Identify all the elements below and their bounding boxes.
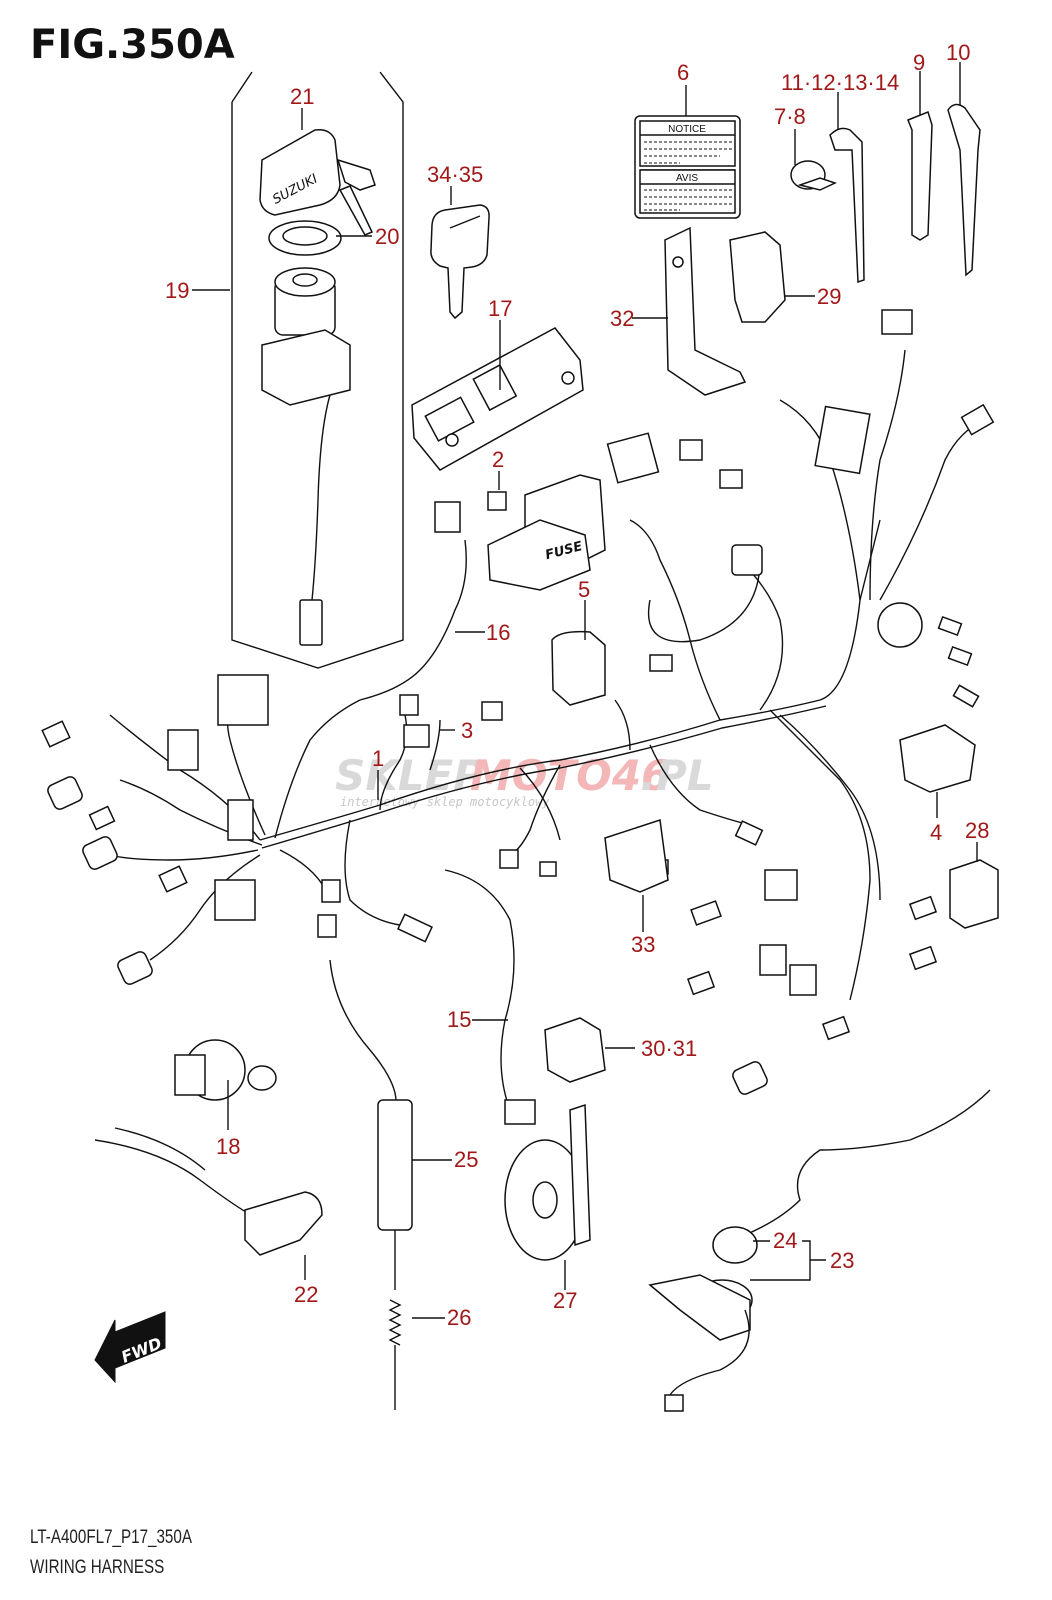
label-3: 3 [461, 718, 473, 743]
boot-5 [551, 630, 606, 706]
label-32: 32 [610, 306, 634, 331]
label-18: 18 [216, 1134, 240, 1159]
label-27: 27 [553, 1288, 577, 1313]
horn-27 [504, 1103, 591, 1261]
label-20: 20 [375, 224, 399, 249]
cap-30-31 [544, 1017, 606, 1083]
lead-wire-16 [359, 539, 467, 701]
watermark-sklep: SKLEP [335, 751, 484, 800]
fwd-arrow-icon: FWD [94, 1311, 166, 1384]
switch-22 [94, 1127, 323, 1256]
label-23: 23 [830, 1248, 854, 1273]
label-6: 6 [677, 60, 689, 85]
clamp-7-8 [790, 160, 838, 191]
cable-tie-9 [907, 111, 933, 241]
notice-label-6: NOTICE AVIS [634, 115, 741, 219]
label-24: 24 [773, 1228, 797, 1253]
ignition-switch-assembly: SUZUKI [231, 71, 404, 669]
fuse-2 [487, 491, 507, 511]
label-29: 29 [817, 284, 841, 309]
label-10: 10 [946, 40, 970, 65]
leader-lines [192, 62, 978, 1319]
watermark-moto46: MOTO46 [470, 751, 670, 800]
label-4: 4 [930, 820, 942, 845]
avis-text: AVIS [676, 173, 698, 184]
label-1: 1 [372, 746, 384, 771]
label-28: 28 [965, 818, 989, 843]
cable-tie-10 [947, 103, 981, 277]
bracket-17 [411, 327, 584, 471]
figure-title: FIG.350A [30, 22, 235, 68]
label-21: 21 [290, 84, 314, 109]
cap-29 [729, 231, 786, 323]
cap-28 [949, 859, 999, 929]
emergency-switch-23 [648, 1089, 991, 1412]
figure-code: LT-A400FL7_P17_350A [30, 1527, 192, 1548]
bracket-32 [664, 226, 747, 396]
label-34-35: 34·35 [427, 162, 483, 187]
watermark: SKLEP MOTO46 .PL internetowy sklep motoc… [335, 751, 714, 809]
label-33: 33 [631, 932, 655, 957]
notice-text: NOTICE [668, 124, 706, 135]
label-17: 17 [488, 296, 512, 321]
boot-4 [899, 724, 976, 793]
part-labels: 21 20 19 34·35 17 6 7·8 11·12·13·14 9 10… [165, 40, 989, 1330]
label-9: 9 [913, 50, 925, 75]
harness-connectors [41, 309, 995, 1095]
label-15: 15 [447, 1007, 471, 1032]
figure-name: WIRING HARNESS [30, 1557, 165, 1578]
label-16: 16 [486, 620, 510, 645]
switch-18 [174, 1039, 277, 1101]
bracket-33 [604, 819, 669, 893]
fuse-box: FUSE [487, 474, 606, 591]
label-22: 22 [294, 1282, 318, 1307]
key-cover-21: SUZUKI [259, 128, 376, 236]
label-11-14: 11·12·13·14 [781, 70, 899, 95]
label-19: 19 [165, 278, 189, 303]
label-7-8: 7·8 [774, 104, 806, 129]
label-30-31: 30·31 [641, 1036, 697, 1061]
label-5: 5 [578, 577, 590, 602]
cable-tie-11-14 [829, 127, 865, 284]
key-34-35 [430, 204, 490, 320]
watermark-tagline: internetowy sklep motocyklowy [340, 795, 550, 809]
label-26: 26 [447, 1305, 471, 1330]
ignition-switch-body [261, 267, 351, 646]
watermark-pl: .PL [640, 751, 714, 800]
sensor-25 [329, 959, 413, 1290]
spring-26 [388, 1299, 402, 1410]
label-25: 25 [454, 1147, 478, 1172]
label-2: 2 [492, 447, 504, 472]
lead-wire-15 [444, 869, 515, 1111]
